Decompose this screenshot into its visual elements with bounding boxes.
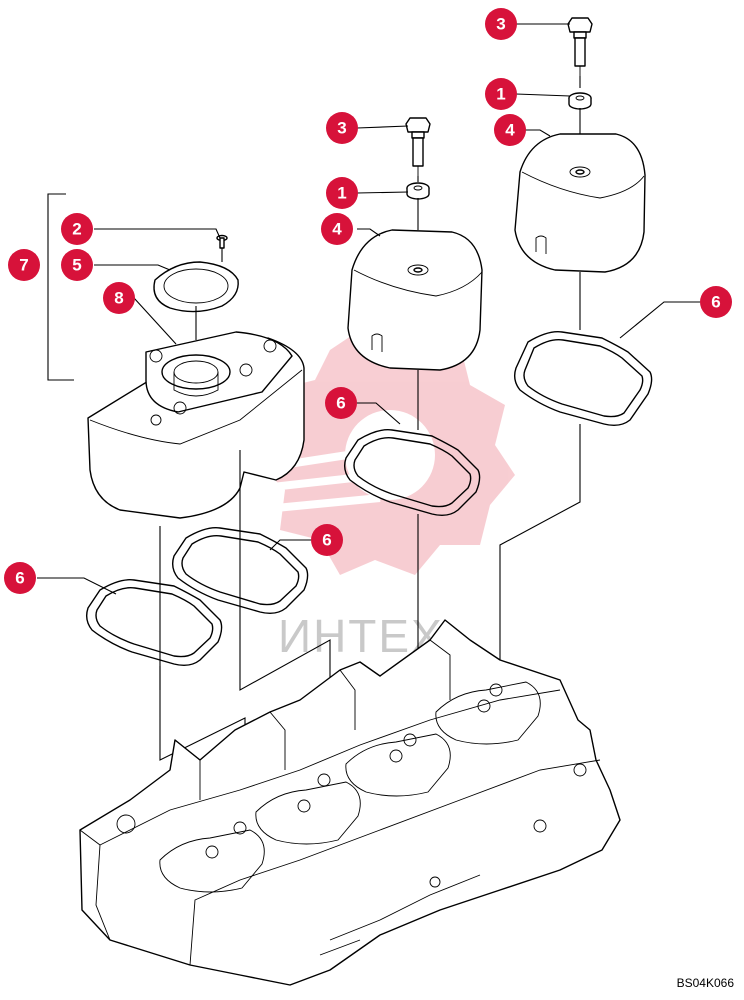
callout-4-right-cover: 4	[494, 114, 526, 146]
callout-3-middle-bolt-label: 3	[337, 119, 346, 138]
callout-8-left-cover: 8	[103, 282, 135, 314]
callout-6-left-gasket-upper: 6	[311, 524, 343, 556]
callout-4-right-cover-label: 4	[505, 121, 515, 140]
callout-3-right-bolt-label: 3	[496, 15, 505, 34]
callout-6-right-gasket: 6	[700, 286, 732, 318]
diagram-code: BS04K066	[676, 976, 734, 990]
callout-6-left-gasket-upper-label: 6	[322, 531, 331, 550]
cylinder-head	[79, 619, 621, 986]
left-screw	[216, 234, 228, 249]
callout-4-middle-cover-label: 4	[332, 220, 342, 239]
callout-6-middle-gasket: 6	[325, 387, 357, 419]
middle-washer	[406, 182, 430, 200]
callout-8-left-cover-label: 8	[114, 289, 123, 308]
callout-1-right-washer: 1	[485, 78, 517, 110]
callout-1-middle-washer-label: 1	[337, 184, 346, 203]
callout-6-left-gasket-lower: 6	[4, 562, 36, 594]
callout-5-plate: 5	[61, 249, 93, 281]
callout-6-right-gasket-label: 6	[711, 293, 720, 312]
left-gasket-upper	[171, 527, 309, 615]
middle-gasket	[343, 429, 481, 517]
right-washer	[568, 92, 592, 110]
right-cover	[514, 133, 646, 273]
callout-1-middle-washer: 1	[326, 177, 358, 209]
right-gasket	[513, 331, 653, 427]
callout-3-right-bolt: 3	[485, 8, 517, 40]
left-cover	[87, 331, 305, 519]
callout-4-middle-cover: 4	[321, 213, 353, 245]
middle-cover	[347, 229, 483, 371]
callout-2-screw: 2	[61, 213, 93, 245]
left-gasket-lower	[85, 579, 223, 667]
callout-6-left-gasket-lower-label: 6	[15, 569, 24, 588]
bracket-7	[47, 193, 74, 381]
callout-3-middle-bolt: 3	[326, 112, 358, 144]
left-plate	[153, 261, 239, 313]
callout-6-middle-gasket-label: 6	[336, 394, 345, 413]
callout-2-screw-label: 2	[72, 220, 81, 239]
middle-bolt	[405, 117, 431, 176]
callout-7-assembly: 7	[8, 249, 40, 281]
callout-5-plate-label: 5	[72, 256, 81, 275]
callout-7-assembly-label: 7	[19, 256, 28, 275]
callout-1-right-washer-label: 1	[496, 85, 505, 104]
right-bolt	[567, 17, 593, 76]
